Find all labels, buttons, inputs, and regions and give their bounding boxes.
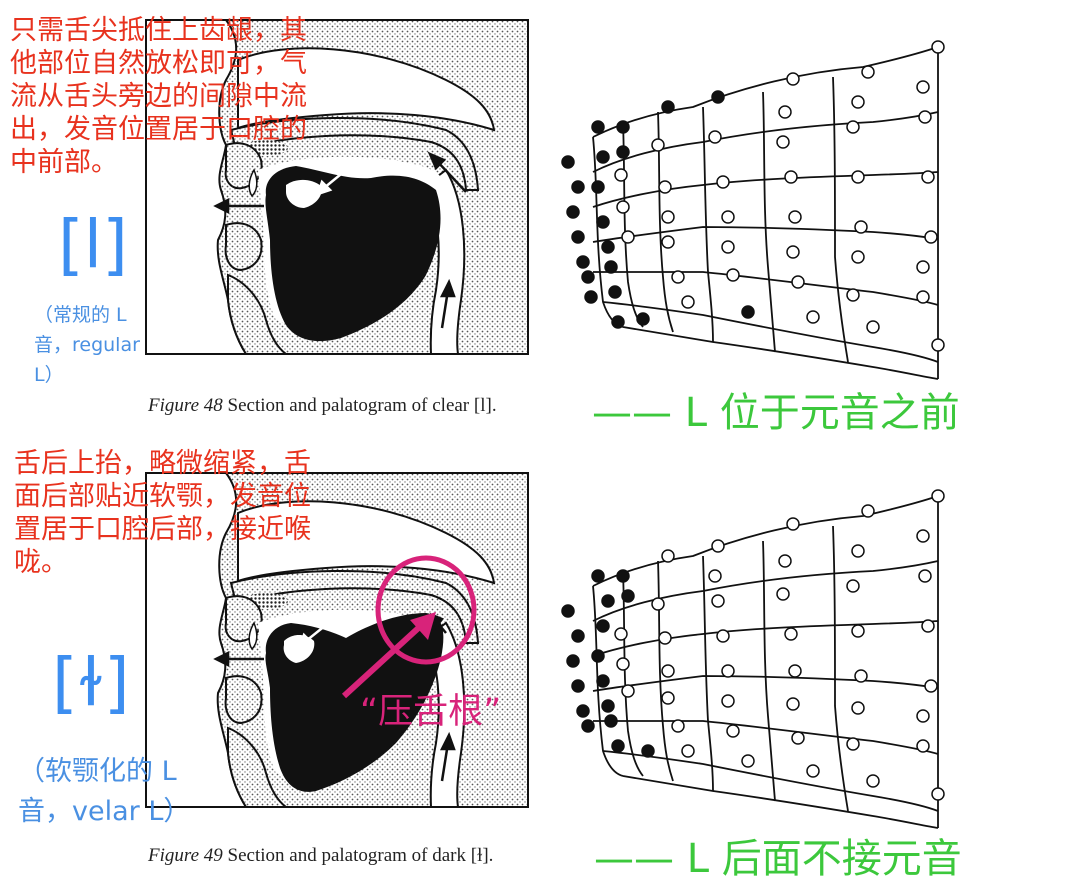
clear-l-ipa-symbol: [l] — [58, 206, 128, 283]
dark-l-position-note: —— L 后面不接元音 — [594, 836, 962, 882]
section-figure-clear-l — [144, 18, 530, 356]
no-contact-dots — [614, 40, 945, 352]
tongue-root-highlight — [341, 555, 477, 699]
no-contact-dots — [614, 489, 945, 801]
clear-l-description: 只需舌尖抵住上齿龈，其 他部位自然放松即可，气 流从舌头旁边的间隙中流 出，发音… — [10, 15, 307, 178]
tongue-root-label: “压舌根” — [360, 692, 502, 732]
dark-l-ipa-symbol: [ɫ] — [52, 644, 130, 721]
clear-l-position-note: —— L 位于元音之前 — [592, 390, 960, 436]
figure-49-caption: Figure 49 Section and palatogram of dark… — [148, 845, 494, 866]
clear-l-label: （常规的 L 音，regular L） — [34, 304, 140, 386]
contact-dots — [561, 90, 755, 329]
figure-48-caption: Figure 48 Section and palatogram of clea… — [148, 395, 497, 416]
palatogram-clear-l — [561, 40, 945, 380]
contact-dots — [561, 569, 655, 758]
palatogram-dark-l — [561, 489, 945, 829]
section-figure-dark-l — [144, 471, 530, 809]
dark-l-description: 舌后上抬，略微缩紧，舌 面后部贴近软颚，发音位 置居于口腔后部，接近喉 咙。 — [14, 448, 311, 578]
dark-l-label: （软颚化的 L 音，velar L） — [18, 756, 191, 827]
